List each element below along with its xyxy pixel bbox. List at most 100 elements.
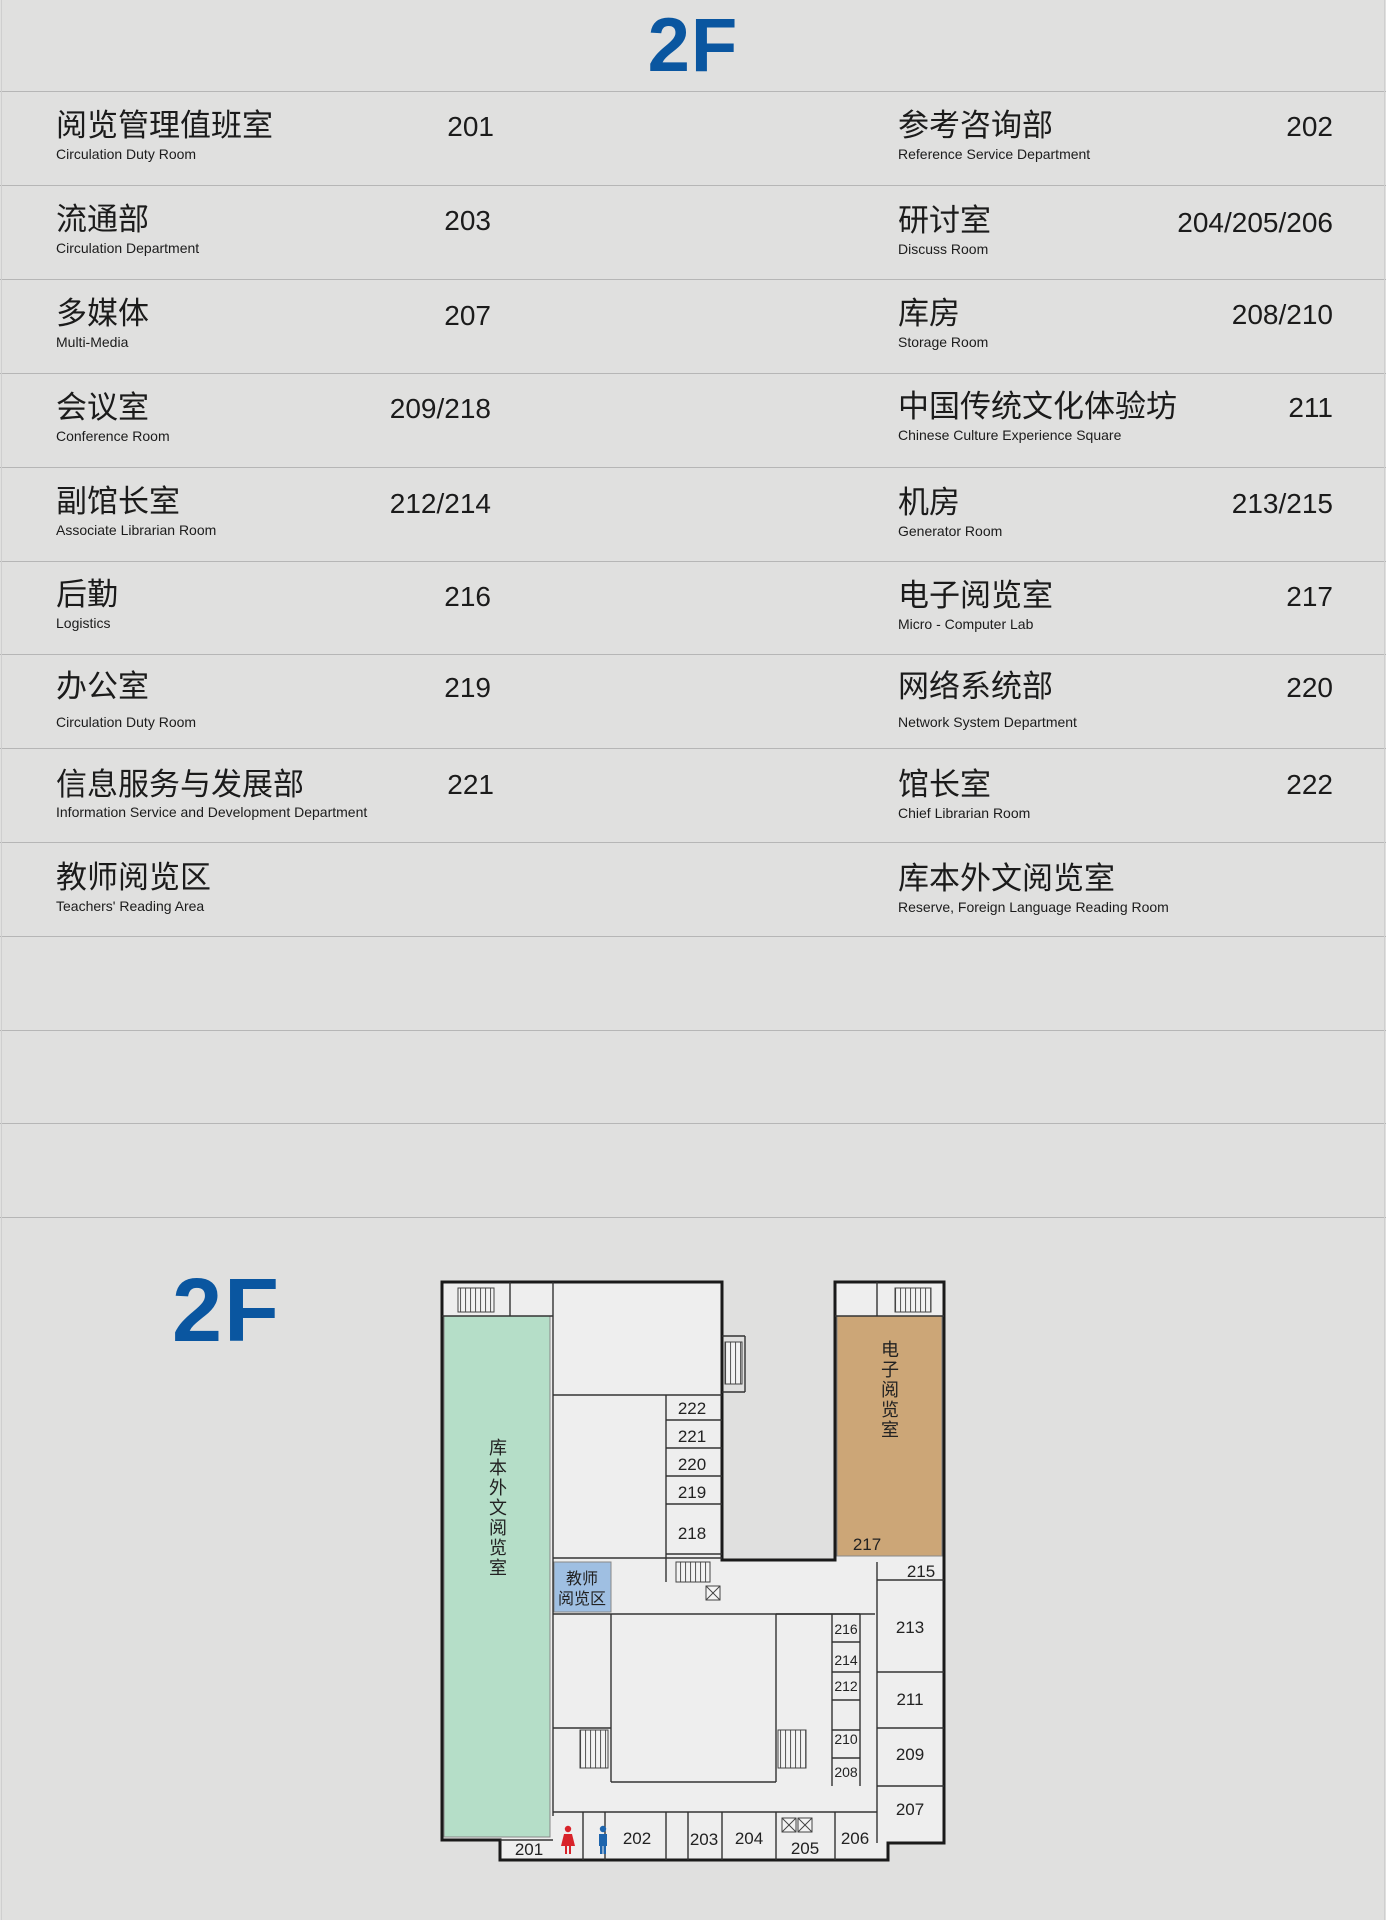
- room-number: 213/215: [1231, 488, 1333, 519]
- room-label-212: 212: [834, 1678, 858, 1694]
- room-name-en: Chinese Culture Experience Square: [898, 427, 1122, 443]
- foreign-reading-area-label: 库本外文阅览室: [487, 1438, 507, 1578]
- stairs-icon: [894, 1287, 932, 1313]
- men-restroom-icon: [599, 1825, 607, 1854]
- row-divider: [0, 91, 1386, 92]
- room-label-202: 202: [623, 1829, 651, 1848]
- room-name-cn: 参考咨询部: [898, 108, 1053, 143]
- room-name-en: Circulation Department: [56, 240, 200, 256]
- row-divider: [0, 936, 1386, 937]
- room-label-213: 213: [896, 1618, 924, 1637]
- room-number: 219: [444, 672, 491, 703]
- row-divider: [0, 467, 1386, 468]
- page-edge-right: [1384, 0, 1385, 1920]
- room-label-207: 207: [896, 1800, 924, 1819]
- room-name-en: Associate Librarian Room: [56, 522, 217, 538]
- row-divider: [0, 279, 1386, 280]
- room-number-labels: 222 221 220 219 218 217 215 213 211 209 …: [515, 1399, 935, 1859]
- room-name-en: Circulation Duty Room: [56, 146, 197, 162]
- room-name-en: Discuss Room: [898, 241, 989, 257]
- room-label-206: 206: [841, 1829, 869, 1848]
- women-restroom-icon: [561, 1825, 575, 1854]
- room-label-219: 219: [678, 1483, 706, 1502]
- room-name-cn: 副馆长室: [56, 484, 180, 519]
- room-name-en: Storage Room: [898, 334, 989, 350]
- room-number: 208/210: [1231, 299, 1333, 330]
- row-divider: [0, 1217, 1386, 1218]
- room-number: 204/205/206: [1177, 207, 1333, 238]
- room-label-209: 209: [896, 1745, 924, 1764]
- teachers-area-label-line2: 阅览区: [558, 1590, 606, 1608]
- room-name-en: Information Service and Development Depa…: [56, 804, 368, 820]
- teachers-reading-area: [553, 1561, 612, 1613]
- room-number: 211: [1288, 392, 1333, 423]
- room-name-en: Reference Service Department: [898, 146, 1091, 162]
- room-label-211: 211: [896, 1690, 923, 1709]
- row-divider: [0, 748, 1386, 749]
- room-label-201: 201: [515, 1840, 543, 1859]
- room-label-215: 215: [907, 1562, 935, 1581]
- room-label-220: 220: [678, 1455, 706, 1474]
- room-label-218: 218: [678, 1524, 706, 1543]
- room-name-cn: 馆长室: [898, 767, 991, 802]
- room-number: 201: [447, 111, 494, 142]
- room-label-205: 205: [791, 1839, 819, 1858]
- stairs-icon: [675, 1561, 711, 1583]
- room-number: 207: [444, 300, 491, 331]
- computer-lab-area-label: 电子阅览室: [879, 1340, 899, 1440]
- room-name-cn: 研讨室: [898, 203, 991, 238]
- elevator-icon: [705, 1585, 721, 1601]
- row-divider: [0, 1123, 1386, 1124]
- interior-walls: [442, 1282, 944, 1860]
- room-name-en: Logistics: [56, 615, 111, 631]
- room-name-en: Reserve, Foreign Language Reading Room: [898, 899, 1169, 915]
- small-room-number-labels: 216 214 212 210 208: [834, 1621, 858, 1780]
- room-name-cn: 阅览管理值班室: [56, 108, 273, 143]
- stairs-icon: [777, 1729, 807, 1769]
- stairs-icon: [724, 1341, 743, 1385]
- room-label-208: 208: [834, 1764, 858, 1780]
- room-label-203: 203: [690, 1830, 718, 1849]
- room-name-cn: 流通部: [56, 202, 149, 237]
- row-divider: [0, 561, 1386, 562]
- row-divider: [0, 1030, 1386, 1031]
- page-title: 2F: [647, 3, 739, 88]
- room-number: 212/214: [389, 488, 491, 519]
- foreign-reading-area: [443, 1315, 551, 1838]
- room-name-cn: 多媒体: [56, 296, 149, 331]
- room-name-en: Conference Room: [56, 428, 170, 444]
- room-number: 222: [1286, 769, 1333, 800]
- room-label-221: 221: [678, 1427, 706, 1446]
- room-name-en: Micro - Computer Lab: [898, 616, 1034, 632]
- room-label-210: 210: [834, 1731, 858, 1747]
- room-name-cn: 教师阅览区: [56, 860, 211, 895]
- room-label-217: 217: [853, 1535, 881, 1554]
- room-number: 216: [444, 581, 491, 612]
- room-name-cn: 信息服务与发展部: [56, 767, 304, 802]
- room-label-204: 204: [735, 1829, 763, 1848]
- row-divider: [0, 185, 1386, 186]
- floor-plan-label: 2F: [172, 1261, 282, 1361]
- room-name-en: Chief Librarian Room: [898, 805, 1031, 821]
- room-label-216: 216: [834, 1621, 858, 1637]
- room-number: 202: [1286, 111, 1333, 142]
- room-number: 203: [444, 205, 491, 236]
- room-name-cn: 电子阅览室: [898, 578, 1053, 613]
- page-edge-left: [1, 0, 2, 1920]
- computer-lab-area: [836, 1315, 943, 1557]
- room-name-en: Circulation Duty Room: [56, 714, 197, 730]
- room-name-cn: 办公室: [56, 669, 149, 704]
- room-number: 209/218: [389, 393, 491, 424]
- room-number: 217: [1286, 581, 1333, 612]
- row-divider: [0, 842, 1386, 843]
- room-label-214: 214: [834, 1652, 858, 1668]
- elevator-icon: [781, 1817, 797, 1833]
- room-name-cn: 后勤: [56, 577, 118, 612]
- room-name-en: Network System Department: [898, 714, 1077, 730]
- row-divider: [0, 654, 1386, 655]
- room-name-cn: 会议室: [56, 390, 149, 425]
- room-name-cn: 网络系统部: [898, 669, 1053, 704]
- room-name-cn: 机房: [898, 485, 960, 520]
